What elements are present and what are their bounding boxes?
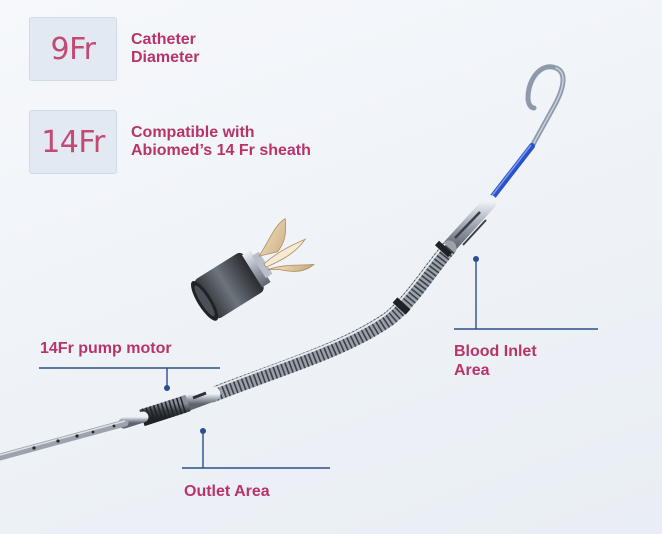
- spec-value-diameter: 9Fr: [50, 31, 97, 67]
- pump-motor-housing: [139, 394, 191, 427]
- shaft-marker: [56, 439, 60, 443]
- cannula-band: [392, 297, 411, 315]
- callout-pump-motor-text: 14Fr pump motor: [40, 340, 172, 357]
- leader-dot: [473, 256, 479, 262]
- pump-motor-knurl: [141, 395, 189, 426]
- spec-value-sheath: 14Fr: [41, 124, 105, 160]
- catheter-shaft-highlight: [0, 420, 126, 456]
- spec-label-line: Catheter: [131, 31, 196, 48]
- shaft-marker: [112, 424, 116, 428]
- spec-value-box-sheath: 14Fr: [29, 110, 117, 174]
- outlet-window-slot: [192, 391, 207, 400]
- spec-label-line: Abiomed’s 14 Fr sheath: [131, 142, 311, 159]
- inlet-cage-slot: [462, 219, 487, 246]
- cannula-coil-stripes: [209, 243, 455, 402]
- spec-label-diameter: Catheter Diameter: [131, 31, 199, 67]
- callout-outlet-text: Outlet Area: [184, 483, 270, 500]
- impeller-detail: [191, 217, 316, 321]
- pigtail-tip: [525, 64, 566, 151]
- shaft-marker: [91, 430, 95, 434]
- leader-dot: [200, 428, 206, 434]
- cannula-coil-highlight: [211, 243, 446, 390]
- catheter-shaft: [0, 419, 129, 461]
- outlet-window: [178, 386, 221, 412]
- pigtail-highlight: [530, 67, 564, 149]
- spec-label-line: Diameter: [131, 49, 200, 66]
- leader-outlet: [182, 434, 330, 469]
- spec-label-sheath: Compatible with Abiomed’s 14 Fr sheath: [131, 124, 311, 160]
- leader-dot: [164, 385, 170, 391]
- cannula-band: [434, 240, 453, 258]
- callout-blood-inlet: Blood Inlet Area: [454, 342, 537, 380]
- inlet-cage-slot: [454, 211, 481, 239]
- leader-inlet: [454, 262, 598, 330]
- callout-blood-inlet-line: Area: [454, 362, 490, 379]
- shaft-marker: [75, 434, 79, 438]
- spec-label-line: Compatible with: [131, 124, 255, 141]
- callout-pump-motor: 14Fr pump motor: [40, 339, 172, 358]
- callout-blood-inlet-line: Blood Inlet: [454, 343, 537, 360]
- callout-outlet-area: Outlet Area: [184, 482, 270, 501]
- shaft-marker: [32, 446, 36, 450]
- spec-value-box-diameter: 9Fr: [29, 17, 117, 81]
- leader-motor: [39, 367, 220, 386]
